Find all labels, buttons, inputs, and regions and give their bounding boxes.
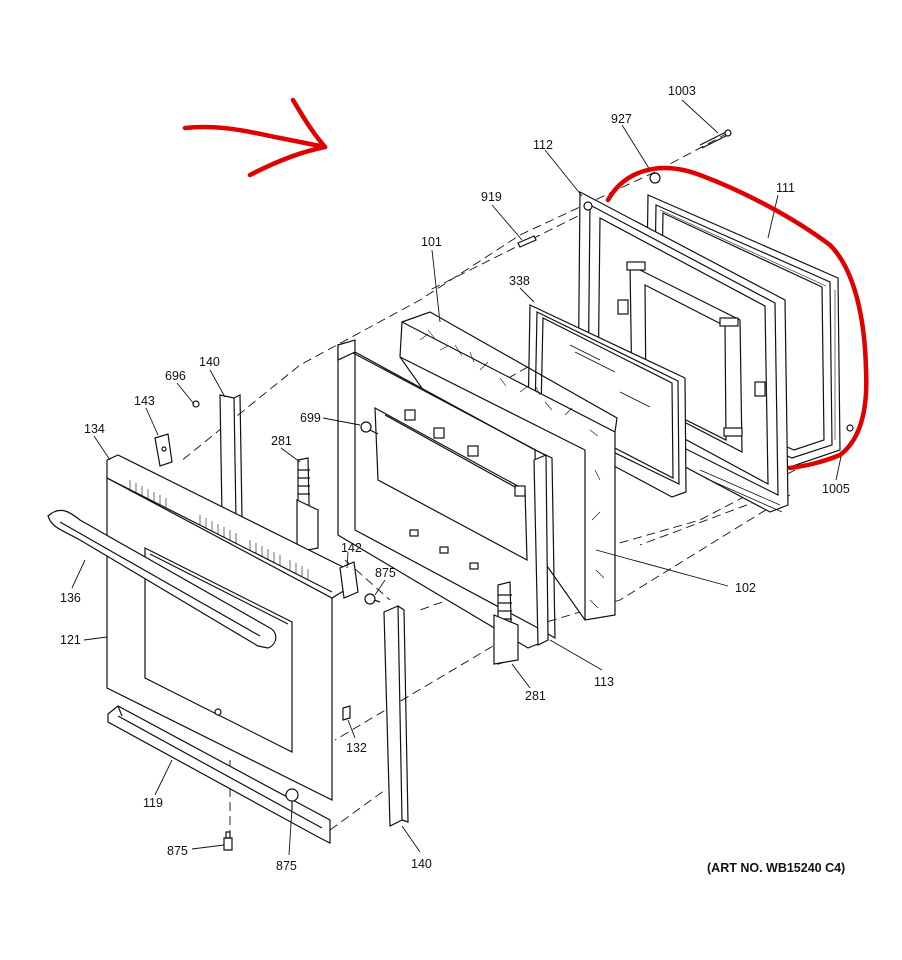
callout-134: 134 (84, 422, 105, 436)
callout-875-a: 875 (375, 566, 396, 580)
part-136-handle (47, 509, 277, 649)
callout-121: 121 (60, 633, 81, 647)
callout-labels: 1003 927 112 111 919 101 338 140 696 143… (60, 84, 850, 873)
callout-699: 699 (300, 411, 321, 425)
part-119-bottom-trim (107, 705, 331, 844)
part-143-bracket (154, 433, 173, 467)
callout-112: 112 (533, 138, 553, 152)
callout-696: 696 (165, 369, 186, 383)
callout-140-upper: 140 (199, 355, 220, 369)
callout-132: 132 (346, 741, 367, 755)
callout-1005: 1005 (822, 482, 850, 496)
part-699-screw (360, 421, 379, 435)
part-338-glass-panel (527, 304, 687, 498)
callout-281-lower: 281 (525, 689, 546, 703)
callout-119: 119 (143, 796, 163, 810)
part-919-pin (517, 235, 537, 248)
part-140-channel-upper (219, 394, 243, 521)
part-875-screw-b (223, 831, 233, 851)
callout-875-c: 875 (276, 859, 297, 873)
callout-102: 102 (735, 581, 756, 595)
callout-1003: 1003 (668, 84, 696, 98)
part-875-screw-a (364, 593, 381, 605)
callout-leader-lines (71, 99, 843, 856)
callout-281-upper: 281 (271, 434, 292, 448)
callout-101: 101 (421, 235, 442, 249)
part-696-screw (192, 400, 200, 408)
callout-927: 927 (611, 112, 632, 126)
callout-136: 136 (60, 591, 81, 605)
callout-919: 919 (481, 190, 502, 204)
part-140-channel-lower (383, 605, 409, 827)
part-113-side-trim (533, 454, 549, 646)
art-number: (ART NO. WB15240 C4) (707, 861, 845, 875)
part-142-end-cap (339, 561, 359, 599)
callout-142: 142 (341, 541, 362, 555)
callout-111: 111 (776, 181, 795, 195)
red-circle-annotation (605, 165, 869, 471)
callout-875-b: 875 (167, 844, 188, 858)
callout-140-lower: 140 (411, 857, 432, 871)
callout-338: 338 (509, 274, 530, 288)
part-281-hinge-lower (493, 581, 519, 665)
part-875-screw-c (285, 788, 299, 810)
part-1003-screw (699, 129, 732, 149)
callout-143: 143 (134, 394, 155, 408)
red-arrow-annotation (182, 97, 328, 178)
callout-113: 113 (594, 675, 614, 689)
part-927-plug (649, 172, 661, 184)
part-132-clip (342, 705, 351, 721)
part-134-vent-trim (106, 454, 346, 599)
part-281-hinge-upper (296, 457, 319, 553)
